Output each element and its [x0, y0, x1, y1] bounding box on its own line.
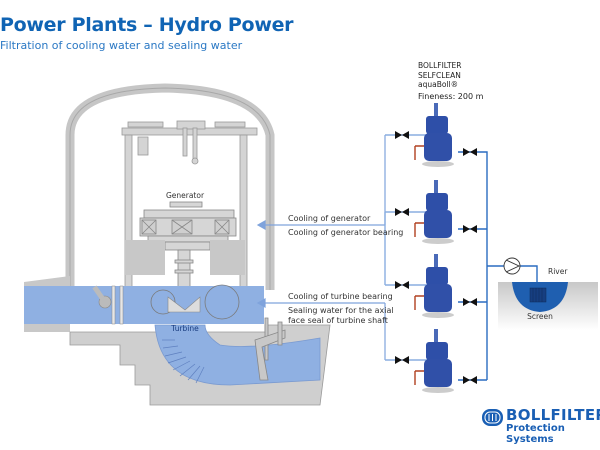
turbine-cooling-arrow — [256, 297, 386, 360]
valves — [395, 131, 477, 384]
brand-name: BOLLFILTER — [506, 406, 600, 424]
powerhouse-building — [65, 83, 275, 290]
draft-tube-vanes — [162, 339, 205, 384]
filter-fineness: Fineness: 200 m — [418, 91, 484, 101]
bollfilter-logo-icon — [482, 409, 503, 426]
cooling-turbine-bearing-label: Cooling of turbine bearing — [288, 292, 393, 301]
river-intake — [498, 282, 598, 330]
cooling-generator-label: Cooling of generator — [288, 214, 371, 223]
page-title: Power Plants – Hydro Power — [0, 14, 294, 36]
brand-tagline: Protection Systems — [506, 423, 565, 445]
pump-icon — [503, 257, 521, 275]
filter-unit-3 — [422, 254, 454, 318]
cooling-generator-bearing-label: Cooling of generator bearing — [288, 228, 404, 237]
filter-unit-1 — [422, 103, 454, 167]
gate-structure — [254, 317, 286, 381]
river-label: River — [548, 267, 568, 276]
filter-series: aquaBoll® — [418, 80, 459, 89]
sealing-water-label-1: Sealing water for the axial — [288, 306, 394, 315]
filter-model: SELFCLEAN — [418, 70, 461, 80]
generator — [125, 201, 245, 296]
generator-label: Generator — [166, 191, 205, 200]
turbine-label: Turbine — [170, 324, 199, 333]
filter-brand: BOLLFILTER — [418, 61, 462, 70]
filter-unit-2 — [422, 180, 454, 244]
filter-label: BOLLFILTER SELFCLEAN aquaBoll® Fineness:… — [418, 61, 483, 101]
intake-channel — [24, 276, 264, 332]
page-subtitle: Filtration of cooling water and sealing … — [0, 39, 243, 52]
generator-cooling-arrow — [256, 135, 386, 231]
filter-unit-4 — [422, 329, 454, 393]
screen-label: Screen — [527, 312, 553, 321]
sealing-water-label-2: face seal of turbine shaft — [288, 316, 388, 325]
foundation — [69, 324, 331, 406]
overhead-crane — [121, 120, 258, 296]
